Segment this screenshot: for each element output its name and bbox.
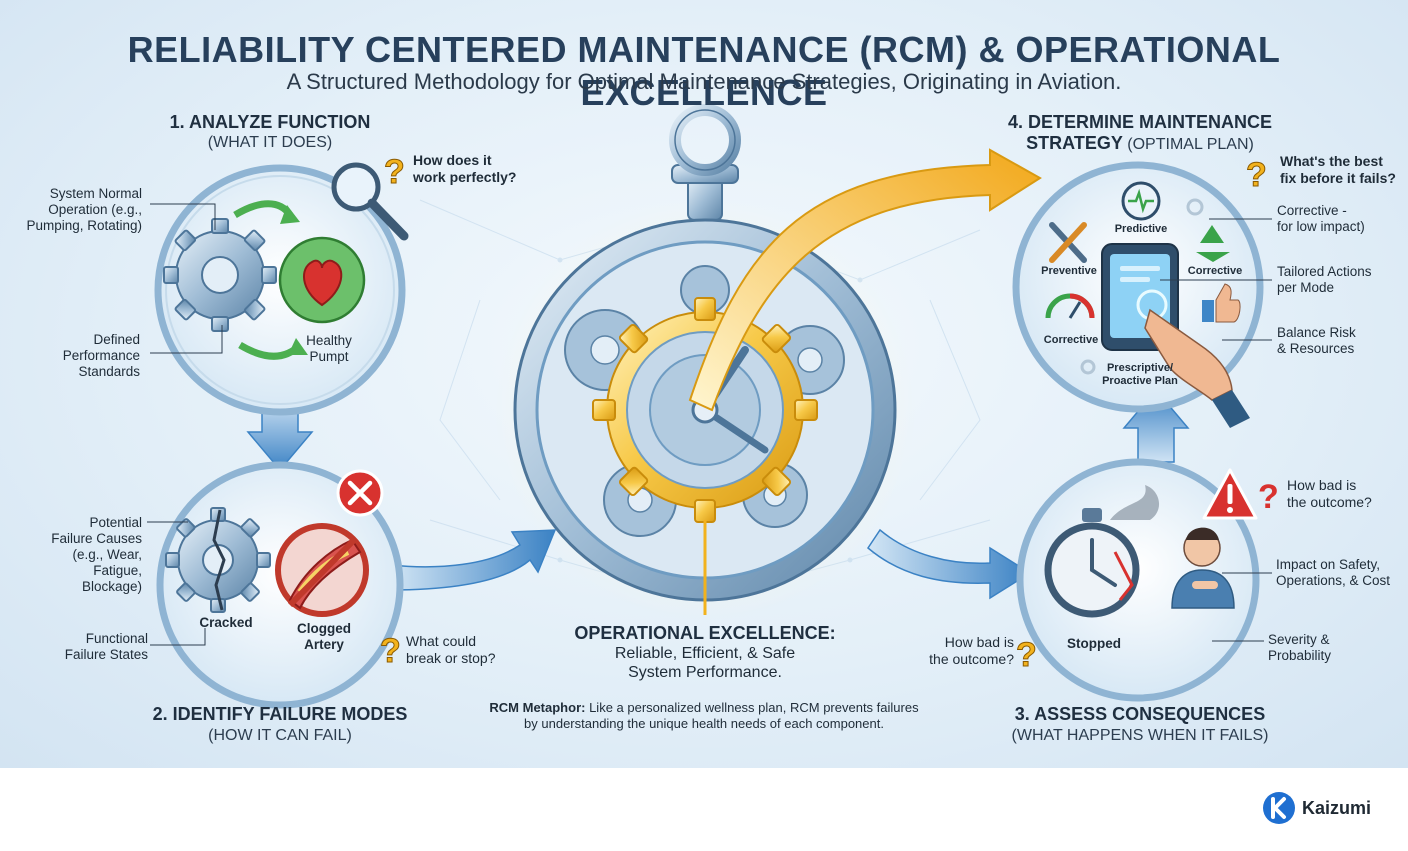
magnifier-icon bbox=[331, 162, 409, 241]
person-in-pain-icon bbox=[1171, 527, 1235, 609]
small-gear-icon bbox=[1186, 198, 1204, 216]
step2-circle bbox=[156, 461, 404, 709]
label-corrective-bottom: Corrective bbox=[1043, 334, 1099, 346]
center-stopwatch-icon bbox=[495, 104, 915, 620]
page-subtitle: A Structured Methodology for Optimal Mai… bbox=[286, 69, 1122, 94]
step4-circle bbox=[1012, 161, 1264, 428]
recycle-icon bbox=[1196, 225, 1230, 262]
error-x-icon bbox=[336, 469, 384, 517]
pointing-hand-icon bbox=[1144, 308, 1250, 428]
footer-bar bbox=[0, 768, 1408, 851]
label-severity: Severity &Probability bbox=[1268, 632, 1332, 663]
gear-icon bbox=[163, 218, 277, 332]
label-cracked: Cracked bbox=[199, 615, 253, 630]
broken-stopwatch-icon bbox=[1044, 485, 1160, 618]
gauge-icon bbox=[1045, 293, 1095, 319]
cracked-gear-icon bbox=[165, 507, 271, 613]
step3-heading: 3. ASSESS CONSEQUENCES bbox=[1014, 704, 1266, 724]
step1-heading: 1. ANALYZE FUNCTION bbox=[169, 112, 371, 132]
rcm-metaphor: RCM Metaphor: Like a personalized wellne… bbox=[489, 700, 919, 731]
gold-arrow-to-strategy bbox=[688, 148, 1042, 412]
label-preventive: Preventive bbox=[1041, 265, 1097, 277]
step3-subheading: (WHAT HAPPENS WHEN IT FAILS) bbox=[1011, 727, 1269, 744]
label-prescriptive-plan: Prescriptive/Proactive Plan bbox=[1102, 362, 1178, 387]
center-heading: OPERATIONAL EXCELLENCE: bbox=[574, 623, 836, 643]
heartbeat-monitor-icon bbox=[1121, 181, 1161, 221]
label-balance-risk: Balance Risk& Resources bbox=[1277, 325, 1356, 356]
small-gear-icon-2 bbox=[1080, 359, 1096, 375]
diagram-artwork: ? ? ? ? ? bbox=[147, 104, 1279, 709]
kaizumi-logo-icon bbox=[1263, 792, 1295, 824]
clogged-artery-icon bbox=[275, 523, 369, 617]
question-mark-icon: ? bbox=[1016, 636, 1037, 674]
red-question-mark-icon: ? bbox=[1258, 478, 1279, 516]
step1-subheading: (WHAT IT DOES) bbox=[207, 134, 333, 151]
label-predictive: Predictive bbox=[1114, 223, 1168, 235]
step4-heading-line2: STRATEGY (OPTIMAL PLAN) bbox=[1026, 133, 1254, 153]
step2-heading: 2. IDENTIFY FAILURE MODES bbox=[152, 704, 408, 724]
leader-lines-step4 bbox=[1160, 218, 1272, 341]
warning-triangle-icon bbox=[1202, 468, 1258, 520]
wrench-icon bbox=[1049, 222, 1087, 263]
leader-lines-step1 bbox=[150, 203, 223, 354]
label-impact: Impact on Safety,Operations, & Cost bbox=[1276, 557, 1391, 588]
step1-circle bbox=[154, 164, 406, 416]
leader-lines-step3 bbox=[1212, 572, 1272, 642]
brand-name: Kaizumi bbox=[1302, 797, 1372, 818]
thumbs-up-icon bbox=[1202, 283, 1241, 323]
step4-heading: 4. DETERMINE MAINTENANCE bbox=[1007, 112, 1272, 132]
infographic-canvas: ? ? ? ? ? RELIABILITY CENTERED MAINTENAN… bbox=[0, 0, 1408, 768]
question-mark-icon: ? bbox=[1246, 156, 1267, 194]
heart-icon bbox=[278, 236, 366, 324]
arrow-center-to-consequences bbox=[867, 528, 1032, 600]
brand-logo: Kaizumi bbox=[1262, 790, 1371, 826]
label-corrective-low-impact: Corrective -for low impact) bbox=[1277, 203, 1365, 234]
label-corrective-top: Corrective bbox=[1187, 265, 1243, 277]
label-stopped: Stopped bbox=[1067, 636, 1121, 651]
arrow-failure-to-center bbox=[389, 529, 557, 591]
question-mark-icon: ? bbox=[380, 632, 401, 670]
question-mark-icon: ? bbox=[384, 153, 405, 191]
step3-circle bbox=[1016, 458, 1260, 702]
leader-lines-step2 bbox=[147, 521, 206, 646]
arrow-consequences-to-strategy bbox=[1122, 388, 1190, 463]
step2-subheading: (HOW IT CAN FAIL) bbox=[208, 727, 352, 744]
page-title: RELIABILITY CENTERED MAINTENANCE (RCM) &… bbox=[127, 29, 1281, 114]
question-mark-icons: ? ? ? ? bbox=[380, 153, 1268, 675]
